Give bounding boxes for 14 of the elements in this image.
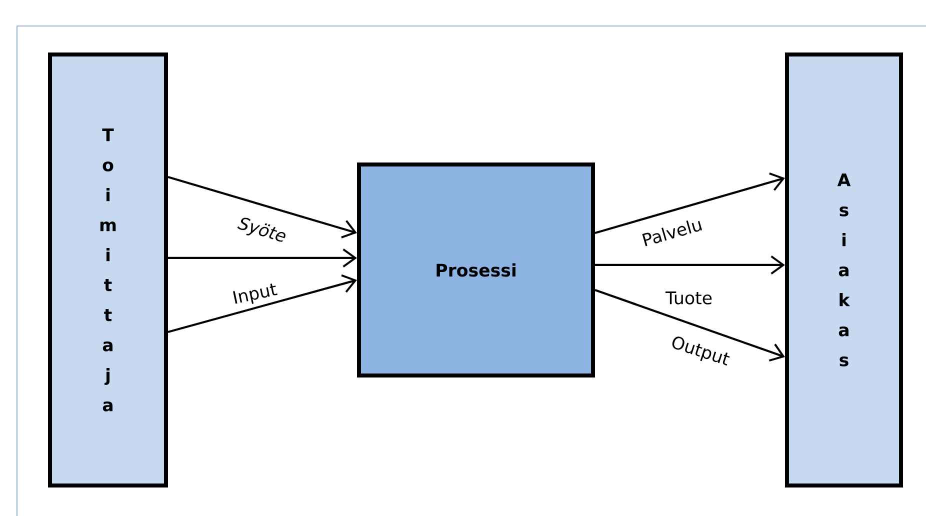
arrow xyxy=(168,176,357,238)
arrow xyxy=(594,288,785,362)
supplier-column: Toimittaja xyxy=(48,52,168,488)
edge-label: Syöte xyxy=(234,214,290,248)
edge-label: Palvelu xyxy=(638,215,706,249)
edge-label: Tuote xyxy=(664,290,714,306)
arrow xyxy=(594,172,785,234)
arrow xyxy=(595,256,785,274)
arrow xyxy=(168,274,357,334)
process-box: Prosessi xyxy=(357,162,595,378)
arrow xyxy=(168,248,357,268)
edge-label: Input xyxy=(230,280,280,310)
edge-label: Output xyxy=(667,333,733,371)
customer-column: Asiakas xyxy=(785,52,903,488)
